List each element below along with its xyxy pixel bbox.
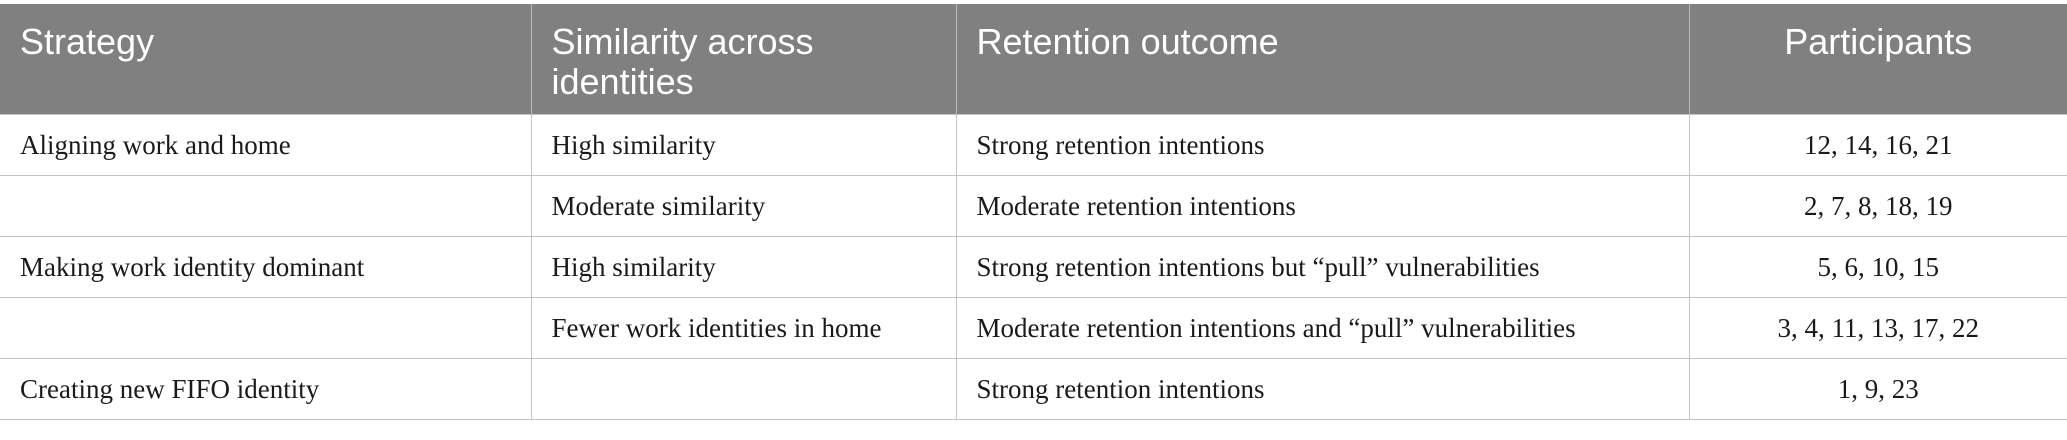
header-strategy: Strategy (0, 4, 532, 115)
cell-outcome: Moderate retention intentions (955, 175, 1690, 237)
header-similarity: Similarity across identities (530, 4, 957, 115)
cell-strategy: Making work identity dominant (0, 236, 532, 298)
cell-outcome: Moderate retention intentions and “pull”… (955, 297, 1690, 359)
cell-outcome: Strong retention intentions (955, 114, 1690, 176)
cell-strategy: Aligning work and home (0, 114, 532, 176)
cell-similarity: Fewer work identities in home (530, 297, 957, 359)
cell-participants: 3, 4, 11, 13, 17, 22 (1688, 297, 2067, 359)
table-header: Strategy Similarity across identities Re… (0, 4, 2067, 115)
header-retention-outcome: Retention outcome (955, 4, 1690, 115)
cell-strategy (0, 175, 532, 237)
strategy-table: Strategy Similarity across identities Re… (0, 4, 2067, 420)
table-row: Aligning work and home High similarity S… (0, 114, 2067, 176)
cell-participants: 12, 14, 16, 21 (1688, 114, 2067, 176)
table-row: Moderate similarity Moderate retention i… (0, 175, 2067, 237)
header-row: Strategy Similarity across identities Re… (0, 4, 2067, 115)
results-table-container: Strategy Similarity across identities Re… (0, 4, 2067, 420)
cell-outcome: Strong retention intentions (955, 358, 1690, 420)
cell-similarity: High similarity (530, 236, 957, 298)
table-row: Creating new FIFO identity Strong retent… (0, 358, 2067, 420)
header-participants: Participants (1688, 4, 2067, 115)
table-row: Making work identity dominant High simil… (0, 236, 2067, 298)
table-row: Fewer work identities in home Moderate r… (0, 297, 2067, 359)
cell-similarity: Moderate similarity (530, 175, 957, 237)
cell-strategy: Creating new FIFO identity (0, 358, 532, 420)
cell-similarity (530, 358, 957, 420)
cell-strategy (0, 297, 532, 359)
cell-participants: 1, 9, 23 (1688, 358, 2067, 420)
cell-similarity: High similarity (530, 114, 957, 176)
cell-outcome: Strong retention intentions but “pull” v… (955, 236, 1690, 298)
cell-participants: 2, 7, 8, 18, 19 (1688, 175, 2067, 237)
cell-participants: 5, 6, 10, 15 (1688, 236, 2067, 298)
table-body: Aligning work and home High similarity S… (0, 114, 2067, 420)
